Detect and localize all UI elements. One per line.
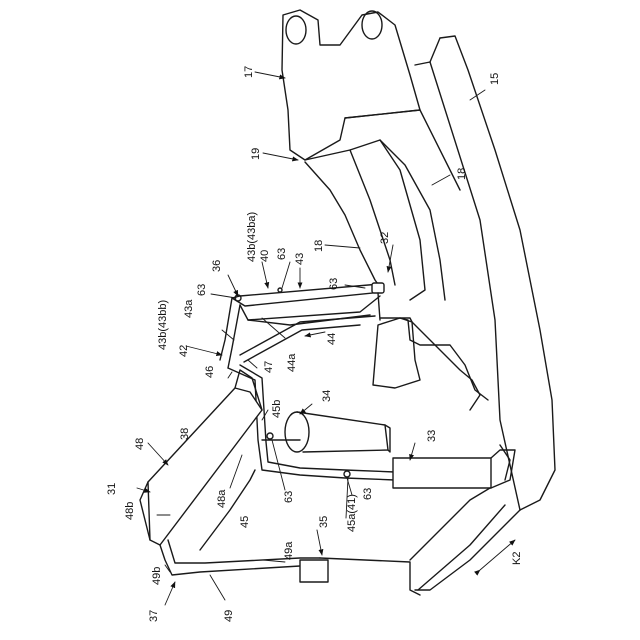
label-18-right: 18 (456, 168, 468, 180)
label-44: 44 (326, 333, 338, 345)
label-48b: 48b (124, 502, 136, 520)
label-38: 38 (179, 428, 191, 440)
label-19: 19 (250, 148, 262, 160)
label-47: 47 (263, 361, 275, 373)
actuator-34 (267, 412, 390, 452)
label-33: 33 (426, 430, 438, 442)
lower-guard-49 (160, 470, 505, 595)
label-43b-43bb: 43b(43bb) (157, 300, 169, 350)
label-44a: 44a (286, 353, 298, 372)
label-k2: K2 (511, 552, 523, 565)
label-48: 48 (134, 438, 146, 450)
label-45a-41: 45a(41) (346, 494, 358, 532)
label-49b: 49b (151, 567, 163, 585)
rear-box (373, 318, 488, 410)
label-43b-43ba: 43b(43ba) (246, 212, 258, 262)
label-46: 46 (204, 366, 216, 378)
main-frame (415, 36, 555, 590)
label-43: 43 (294, 253, 306, 265)
label-43a: 43a (183, 299, 195, 318)
label-48a: 48a (216, 489, 228, 508)
label-18-left: 18 (313, 240, 325, 252)
label-15: 15 (489, 73, 501, 85)
label-37: 37 (148, 610, 160, 622)
label-35: 35 (318, 516, 330, 528)
upper-guard-frame (220, 283, 412, 368)
label-17: 17 (243, 66, 255, 78)
boom-bracket (282, 10, 460, 190)
label-63-left: 63 (196, 284, 208, 296)
label-63-top: 63 (276, 248, 288, 260)
label-36: 36 (211, 260, 223, 272)
label-42: 42 (178, 345, 190, 357)
inner-frame (305, 140, 445, 300)
label-49: 49 (223, 610, 235, 622)
label-63-bottom: 63 (362, 488, 374, 500)
label-40: 40 (259, 250, 271, 262)
label-63-mid: 63 (328, 278, 340, 290)
label-34: 34 (321, 390, 333, 402)
label-45b: 45b (271, 400, 283, 418)
label-45: 45 (239, 516, 251, 528)
label-63-lower: 63 (283, 491, 295, 503)
label-31: 31 (106, 483, 118, 495)
label-49a: 49a (283, 541, 295, 560)
label-32: 32 (379, 232, 391, 244)
